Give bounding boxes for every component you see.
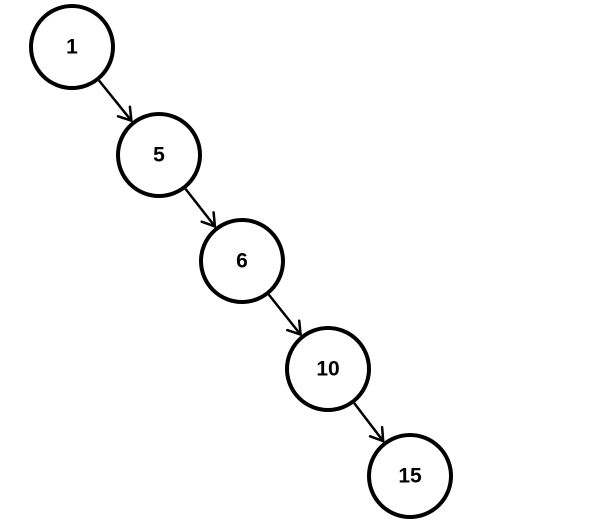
node-circle xyxy=(367,433,453,519)
edge-n6-n10 xyxy=(267,293,302,336)
node-10: 10 xyxy=(285,326,371,412)
arrowhead-icon xyxy=(116,105,133,122)
arrowhead-icon xyxy=(200,211,217,228)
node-label: 6 xyxy=(236,250,248,273)
node-1: 1 xyxy=(29,4,115,90)
node-15: 15 xyxy=(367,433,453,519)
node-label: 1 xyxy=(66,36,78,59)
edge-line xyxy=(353,402,385,442)
node-label: 5 xyxy=(153,144,165,167)
arrowhead-icon xyxy=(286,319,302,336)
node-5: 5 xyxy=(116,112,202,198)
node-label: 10 xyxy=(316,358,339,381)
edge-n5-n6 xyxy=(184,188,217,228)
node-label: 15 xyxy=(398,465,422,488)
node-circle xyxy=(199,218,285,304)
node-circle xyxy=(116,112,202,198)
node-6: 6 xyxy=(199,218,285,304)
arrowhead-icon xyxy=(368,425,385,443)
edge-line xyxy=(267,293,302,336)
edge-n10-n15 xyxy=(353,402,385,443)
edges-layer xyxy=(98,79,385,443)
node-circle xyxy=(29,4,115,90)
edge-line xyxy=(184,188,216,228)
node-circle xyxy=(285,326,371,412)
edge-n1-n5 xyxy=(98,79,133,122)
edge-line xyxy=(98,79,133,122)
